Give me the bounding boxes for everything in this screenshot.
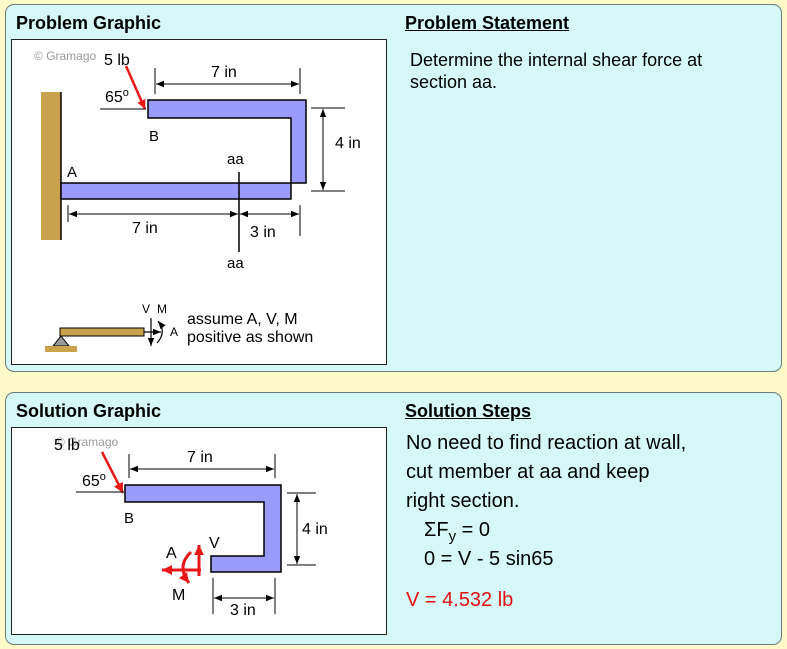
point-a-label: A bbox=[67, 164, 77, 181]
force-arrow bbox=[124, 65, 147, 110]
point-b-label: B bbox=[149, 128, 159, 145]
force-label: 5 lb bbox=[104, 52, 130, 69]
watermark: © Gramago bbox=[56, 435, 119, 449]
angle-label: 65o bbox=[105, 87, 129, 106]
step-line-2: cut member at aa and keep bbox=[406, 461, 650, 483]
problem-panel: Problem Graphic Problem Statement Determ… bbox=[5, 4, 782, 372]
step-answer: V = 4.532 lb bbox=[406, 589, 514, 611]
legend-beam bbox=[59, 327, 145, 337]
legend-a-label: A bbox=[170, 325, 178, 339]
step-line-3: right section. bbox=[406, 490, 520, 512]
dim-top-label: 7 in bbox=[187, 449, 213, 466]
member-section bbox=[124, 484, 282, 573]
solution-graphic-title: Solution Graphic bbox=[16, 401, 162, 421]
legend-v-label: V bbox=[142, 302, 150, 316]
dim-right-label: 4 in bbox=[335, 135, 361, 152]
member bbox=[60, 99, 307, 200]
dim-bottom-label: 3 in bbox=[230, 602, 256, 619]
moment-arrow bbox=[178, 550, 193, 584]
dim-top-label: 7 in bbox=[211, 64, 237, 81]
force-label: 5 lb bbox=[54, 437, 80, 454]
legend-m-label: M bbox=[157, 302, 167, 316]
solution-steps-title: Solution Steps bbox=[405, 401, 531, 421]
step-equation-1: ΣFy = 0 bbox=[424, 519, 491, 545]
step-equation-2: 0 = V - 5 sin65 bbox=[424, 548, 554, 570]
step-line-1: No need to find reaction at wall, bbox=[406, 432, 687, 454]
problem-graphic-title: Problem Graphic bbox=[16, 13, 162, 33]
legend-pin-support bbox=[51, 335, 71, 347]
solution-panel: Solution Graphic Solution Steps No need … bbox=[5, 392, 782, 645]
section-label-bottom: aa bbox=[227, 255, 244, 272]
problem-diagram: © Gramago aa aa 5 lb 65o B A 7 in bbox=[11, 39, 387, 365]
problem-statement-text: Determine the internal shear force at se… bbox=[410, 50, 703, 92]
legend-text-line1: assume A, V, M bbox=[187, 311, 298, 328]
problem-statement-title: Problem Statement bbox=[405, 13, 570, 33]
dim-right-label: 4 in bbox=[302, 521, 328, 538]
legend-ground bbox=[45, 346, 77, 352]
force-arrow bbox=[100, 451, 125, 494]
solution-diagram: © Gramago 5 lb 65o B 7 in 4 in 3 in bbox=[11, 427, 387, 635]
label-v: V bbox=[209, 535, 220, 552]
label-a: A bbox=[166, 545, 177, 562]
angle-label: 65o bbox=[82, 471, 106, 490]
watermark: © Gramago bbox=[34, 49, 97, 63]
legend-moment-arrow bbox=[156, 320, 166, 344]
solution-steps: No need to find reaction at wall, cut me… bbox=[406, 429, 686, 615]
solution-diagram-svg: © Gramago 5 lb 65o B 7 in 4 in 3 in bbox=[54, 435, 328, 619]
problem-diagram-svg: © Gramago aa aa 5 lb 65o B A 7 in bbox=[34, 49, 361, 352]
section-label-top: aa bbox=[227, 151, 244, 168]
point-b-label: B bbox=[124, 510, 134, 527]
label-m: M bbox=[172, 587, 185, 604]
legend-text-line2: positive as shown bbox=[187, 329, 313, 346]
wall bbox=[41, 92, 61, 240]
dim-bottom-right-label: 3 in bbox=[250, 224, 276, 241]
dim-bottom-left-label: 7 in bbox=[132, 220, 158, 237]
